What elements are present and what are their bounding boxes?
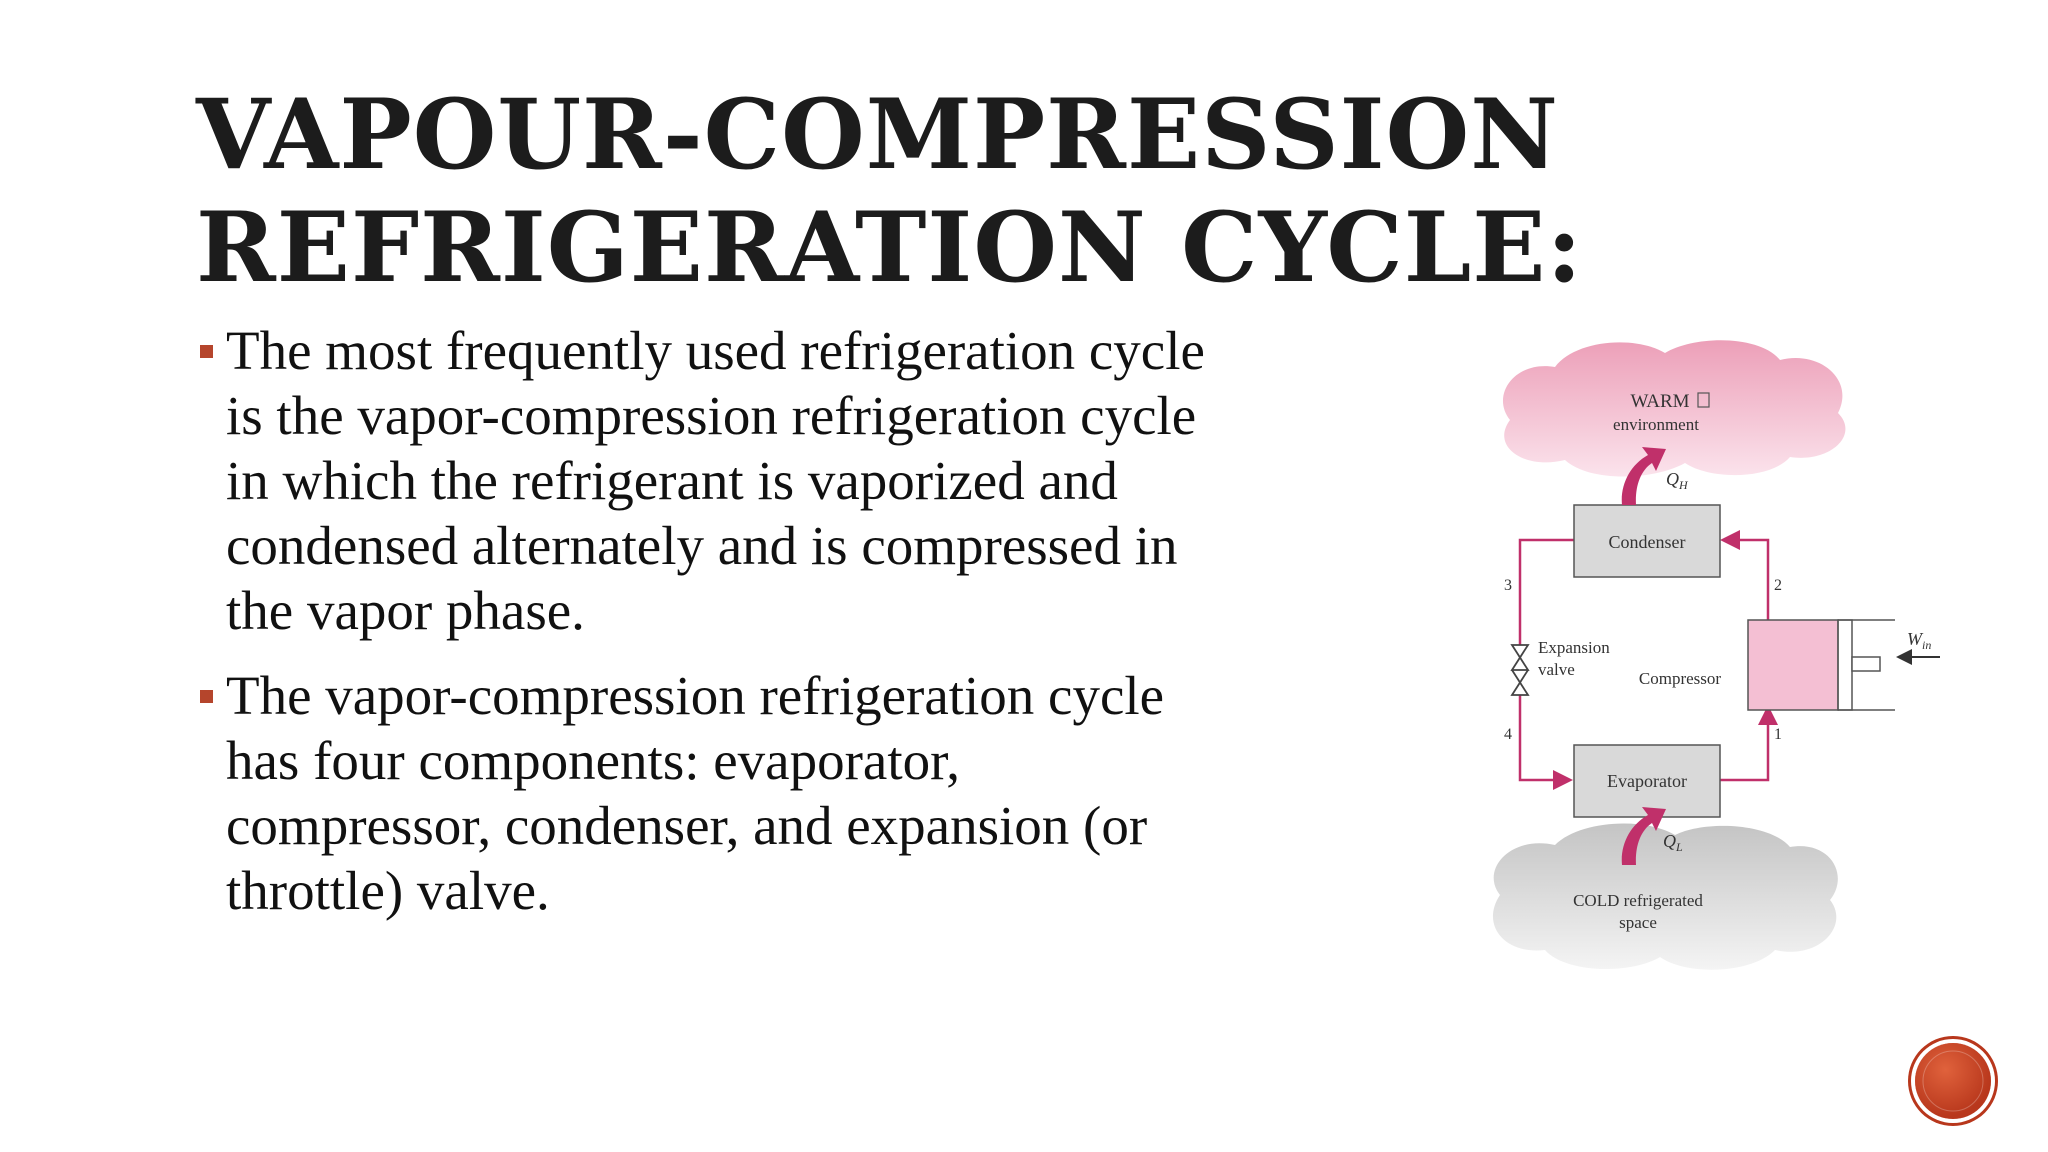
slide-title: VAPOUR-COMPRESSION REFRIGERATION CYCLE: [196,78,1616,304]
bullet-line: throttle) valve. [226,860,550,921]
bullet-line: condensed alternately and is compressed … [226,515,1178,576]
bullet-line: is the vapor-compression refrigeration c… [226,385,1197,446]
bullet-line: The most frequently used refrigeration c… [226,320,1205,381]
square-bullet-icon [200,345,213,358]
next-slide-icon [1922,1050,1984,1112]
bullet-line: The vapor-compression refrigeration cycl… [226,665,1165,726]
expansion-label-line2: valve [1538,660,1575,679]
refrigeration-cycle-diagram: WARM environment COLD refrigerated space [1470,335,1950,985]
evaporator-box [1573,744,1721,818]
state-number-3: 3 [1504,577,1512,594]
cold-label-line2: space [1619,913,1657,932]
cold-label-line1: COLD refrigerated [1573,891,1703,910]
heat-absorption-arrow [1621,807,1666,865]
warm-label-line2: environment [1613,415,1699,434]
state-number-1: 1 [1774,726,1782,743]
title-line: VAPOUR-COMPRESSION [196,78,1559,191]
expansion-valve-icon [1510,644,1530,696]
bullet-item: The vapor-compression refrigeration cycl… [196,663,1346,923]
state-number-2: 2 [1774,577,1782,594]
bullet-line: compressor, condenser, and expansion (or [226,795,1148,856]
warm-label: WARM [1630,391,1689,412]
bullet-line: in which the refrigerant is vaporized an… [226,450,1118,511]
bullet-item: The most frequently used refrigeration c… [196,318,1346,643]
work-input-label: Win [1907,629,1931,652]
bullet-text: The vapor-compression refrigeration cycl… [226,663,1346,923]
bullet-text: The most frequently used refrigeration c… [226,318,1346,643]
cold-space-cloud [1492,823,1838,970]
ql-label: QL [1663,831,1683,854]
heat-rejection-arrow [1621,447,1666,505]
qh-label: QH [1666,469,1689,492]
compressor-label: Compressor [1639,669,1722,688]
next-slide-button[interactable] [1915,1043,1991,1119]
condenser-label: Condenser [1609,532,1686,552]
square-bullet-icon [200,690,213,703]
condenser-box [1573,504,1721,578]
expansion-label-line1: Expansion [1538,638,1610,657]
bullet-line: has four components: evaporator, [226,730,960,791]
bullet-line: the vapor phase. [226,580,585,641]
state-number-4: 4 [1504,726,1512,743]
bullet-list: The most frequently used refrigeration c… [196,318,1346,923]
missing-glyph-box [1697,392,1710,408]
warm-environment-cloud [1502,340,1846,477]
evaporator-label: Evaporator [1607,771,1687,791]
compressor [1747,619,1895,711]
title-line: REFRIGERATION CYCLE: [196,191,1583,304]
cycle-piping [1518,530,1778,790]
